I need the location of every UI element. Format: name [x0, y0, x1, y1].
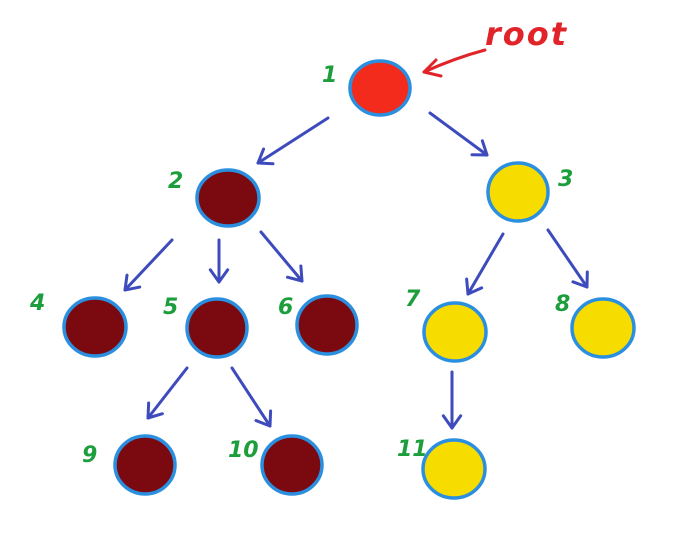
node-label-10: 10	[228, 438, 259, 463]
tree-node-9	[113, 434, 177, 496]
edge-arrow-1-2	[256, 116, 330, 166]
root-annotation-arrowhead	[422, 58, 443, 78]
edge-line	[466, 232, 505, 296]
root-annotation: root	[422, 15, 568, 78]
node-label-4: 4	[29, 291, 45, 316]
tree-node-11	[421, 438, 487, 500]
edge-arrowhead	[571, 270, 589, 289]
edge-arrow-7-11	[441, 370, 463, 430]
edge-line	[230, 366, 272, 428]
edge-line	[259, 230, 304, 283]
tree-node-4	[62, 296, 128, 358]
edge-arrow-3-8	[546, 228, 589, 289]
edge-arrowhead	[465, 277, 484, 296]
node-label-7: 7	[405, 287, 421, 312]
nodes-layer	[62, 59, 636, 500]
edge-line	[546, 228, 589, 289]
tree-node-5	[185, 297, 249, 359]
edge-arrow-2-5	[208, 238, 230, 284]
root-annotation-arrow	[422, 48, 487, 74]
tree-node-8	[570, 297, 636, 359]
edge-arrow-5-10	[230, 366, 273, 428]
edge-arrow-5-9	[146, 366, 189, 420]
node-label-6: 6	[278, 295, 293, 320]
edge-arrowhead	[254, 409, 273, 428]
edge-arrowhead	[285, 264, 304, 283]
edge-arrowhead	[441, 414, 463, 430]
tree-node-6	[295, 294, 359, 356]
tree-node-1	[348, 59, 412, 117]
edge-arrow-1-3	[428, 111, 489, 157]
labels-layer: 1 2 3 4 5 6 7 8 9 10 11	[29, 63, 573, 468]
node-label-5: 5	[163, 295, 178, 320]
edge-arrowhead	[470, 139, 489, 157]
node-label-11: 11	[397, 437, 428, 462]
edge-line	[256, 116, 330, 165]
node-label-8: 8	[555, 292, 570, 317]
edge-arrow-2-6	[259, 230, 304, 283]
tree-node-7	[422, 301, 488, 363]
node-label-3: 3	[558, 167, 573, 192]
edge-arrow-3-7	[465, 232, 505, 296]
root-annotation-label: root	[485, 15, 568, 53]
edge-line	[146, 366, 189, 420]
edge-line	[123, 238, 174, 292]
edges-layer	[123, 111, 589, 430]
tree-node-3	[486, 161, 550, 223]
edge-arrowhead	[146, 401, 164, 420]
edge-line	[428, 111, 489, 157]
tree-node-2	[195, 168, 261, 228]
edge-arrowhead	[208, 268, 230, 284]
tree-node-10	[260, 434, 324, 496]
edge-arrowhead	[123, 273, 142, 292]
node-label-2: 2	[168, 169, 183, 194]
edge-arrow-2-4	[123, 238, 174, 292]
node-label-9: 9	[82, 443, 97, 468]
node-label-1: 1	[322, 63, 337, 88]
edge-arrowhead	[256, 147, 275, 166]
